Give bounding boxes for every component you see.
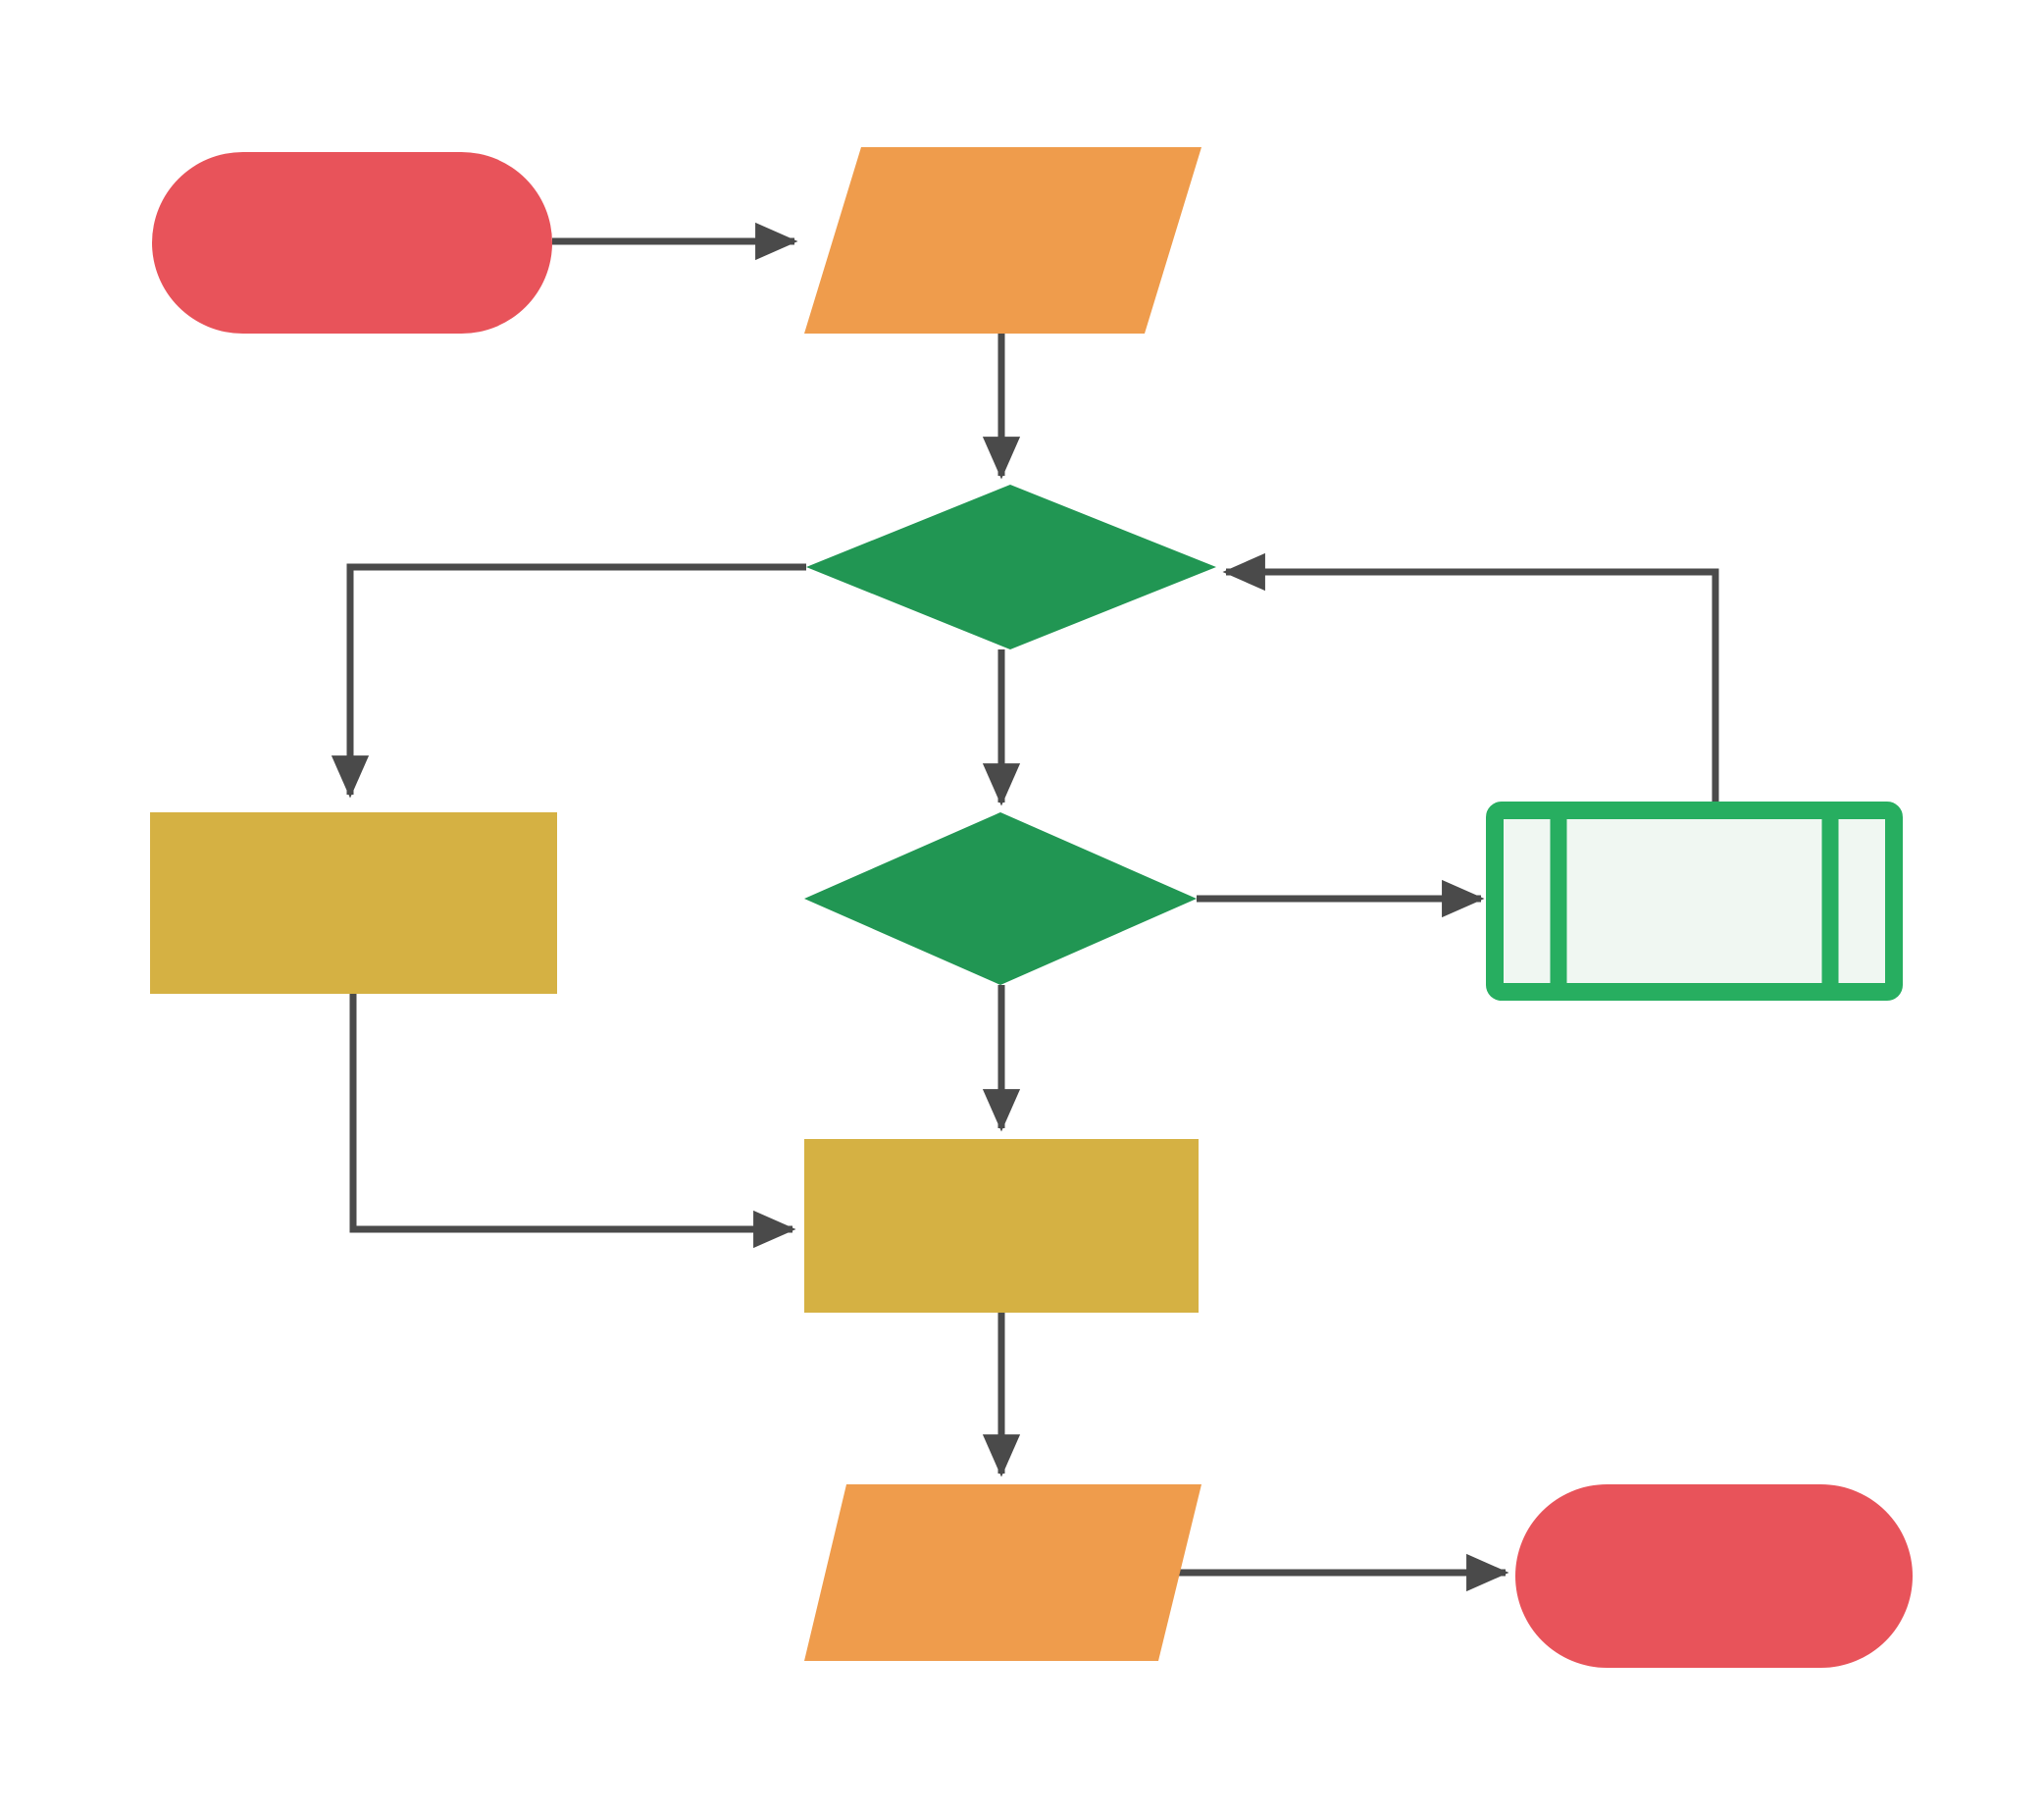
end-terminator-shape[interactable] <box>1515 1484 1913 1668</box>
node-process-left[interactable] <box>150 812 557 994</box>
decision1-diamond-shape[interactable] <box>806 485 1216 649</box>
output-parallelogram-shape[interactable] <box>804 1484 1201 1661</box>
edge-layer <box>331 222 1719 1592</box>
node-end[interactable] <box>1515 1484 1913 1668</box>
subroutine-box-shape[interactable] <box>1486 802 1903 1001</box>
node-layer <box>150 147 1913 1668</box>
decision2-diamond-shape[interactable] <box>804 812 1197 985</box>
input-parallelogram-shape[interactable] <box>804 147 1201 334</box>
process-left-rect-shape[interactable] <box>150 812 557 994</box>
edge-decision1-to-process-left[interactable] <box>331 563 806 799</box>
node-input[interactable] <box>804 147 1201 334</box>
node-decision2[interactable] <box>804 812 1197 985</box>
node-subroutine[interactable] <box>1486 802 1903 1001</box>
node-decision1[interactable] <box>806 485 1216 649</box>
node-process-center[interactable] <box>804 1139 1199 1313</box>
edge-process-left-to-process-center[interactable] <box>349 994 796 1249</box>
node-start[interactable] <box>152 152 552 334</box>
process-center-rect-shape[interactable] <box>804 1139 1199 1313</box>
node-output[interactable] <box>804 1484 1201 1661</box>
start-terminator-shape[interactable] <box>152 152 552 334</box>
edge-subroutine-to-decision1-loopback[interactable] <box>1222 552 1719 806</box>
